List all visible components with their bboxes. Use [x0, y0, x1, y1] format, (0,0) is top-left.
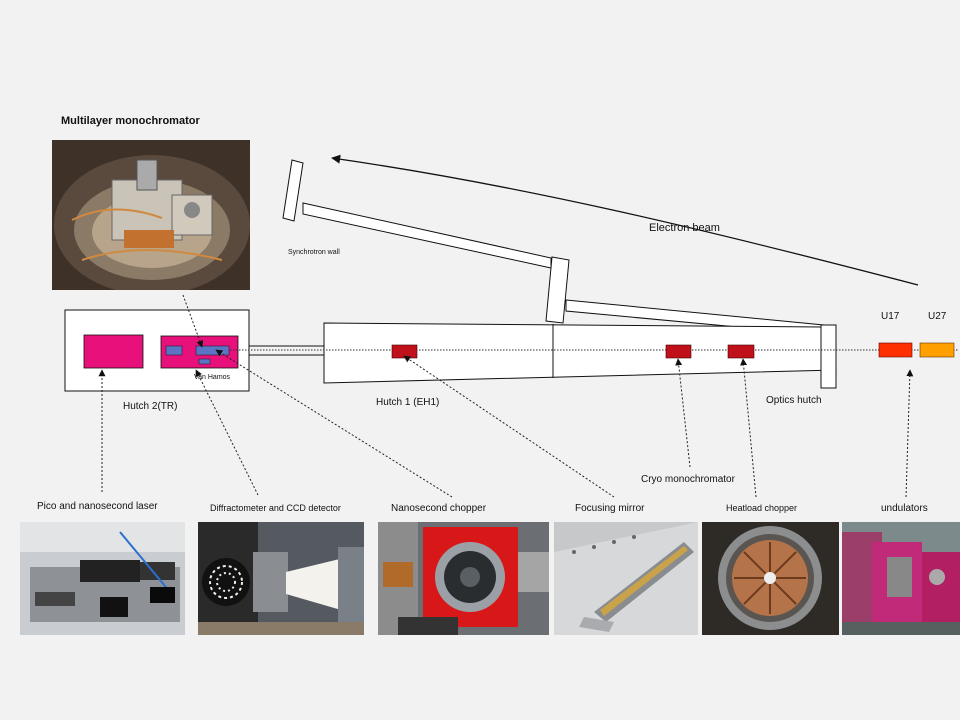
pointer-heatload — [740, 358, 757, 498]
multilayer-monochromator-photo — [52, 140, 250, 290]
cryo-mono-block — [665, 344, 692, 359]
page-title: Multilayer monochromator — [61, 115, 200, 127]
u17-block — [878, 342, 913, 358]
wall-segment — [545, 256, 570, 324]
optics-hutch-label: Optics hutch — [766, 395, 822, 406]
laser-block — [83, 334, 144, 369]
van-hamos-label: Van Hamos — [194, 374, 231, 381]
heatload-chopper-photo — [702, 522, 839, 635]
detector-main — [195, 345, 230, 356]
electron-beam-curve — [331, 154, 919, 286]
caption-undulators: undulators — [881, 503, 928, 514]
optics-hutch-wall — [820, 324, 837, 389]
pointer-cryo — [675, 358, 691, 468]
caption-heatload-chopper: Heatload chopper — [726, 503, 798, 513]
cryo-monochromator-label: Cryo monochromator — [641, 474, 735, 485]
synchrotron-wall-shape — [282, 159, 304, 222]
caption-nanosecond-chopper: Nanosecond chopper — [391, 503, 487, 514]
caption-laser: Pico and nanosecond laser — [37, 501, 158, 512]
electron-beam-label: Electron beam — [649, 222, 720, 234]
caption-focusing-mirror: Focusing mirror — [575, 503, 645, 514]
pointer-multilayer — [182, 294, 204, 348]
beamline-tube — [302, 202, 552, 269]
heatload-chopper-block — [727, 344, 755, 359]
synchrotron-wall-label: Synchrotron wall — [288, 249, 340, 256]
u27-block — [919, 342, 955, 358]
hutch1-label: Hutch 1 (EH1) — [376, 397, 440, 408]
detector-left — [165, 345, 183, 356]
laser-photo — [20, 522, 185, 635]
diffractometer-photo — [198, 522, 364, 635]
hutch2-label: Hutch 2(TR) — [123, 401, 178, 412]
focusing-mirror-photo — [554, 522, 698, 635]
caption-diffractometer: Diffractometer and CCD detector — [210, 503, 341, 513]
undulators-photo — [842, 522, 960, 635]
pointer-diffractometer — [195, 369, 259, 496]
nanosecond-chopper-photo — [378, 522, 549, 635]
detector-small — [198, 358, 211, 365]
pointer-undulators — [905, 369, 914, 498]
u17-label: U17 — [881, 311, 900, 322]
u27-label: U27 — [928, 311, 947, 322]
